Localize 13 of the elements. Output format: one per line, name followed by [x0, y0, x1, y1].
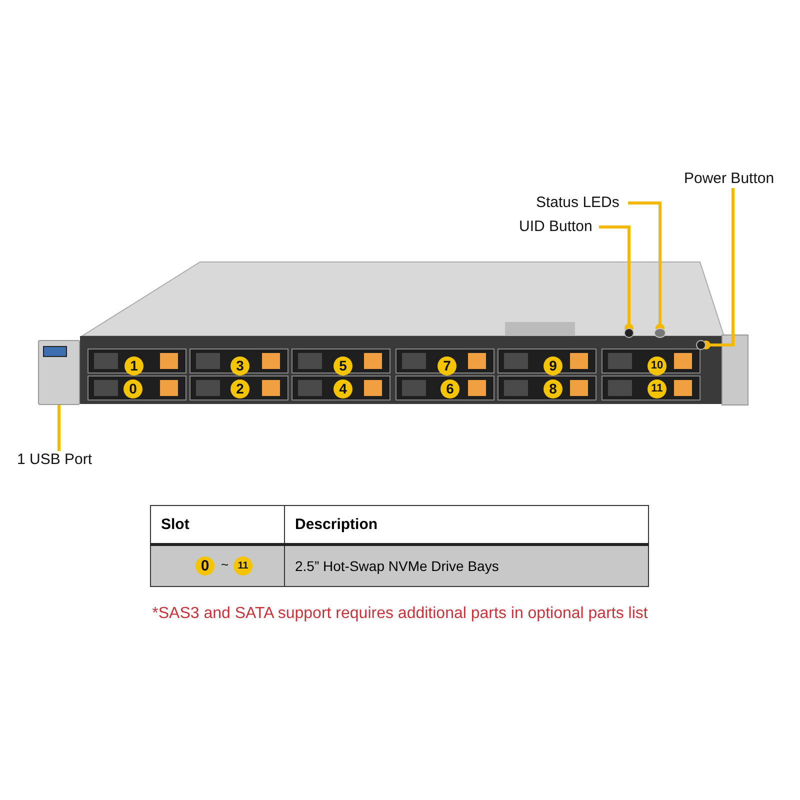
leader-line [58, 405, 60, 451]
footnote: *SAS3 and SATA support requires additional parts in optional parts list [152, 605, 648, 622]
callout-label: Status LEDs [536, 194, 628, 212]
range-separator: ~ [221, 557, 229, 572]
callout-label: UID Button [519, 218, 599, 236]
description-text: 2.5” Hot-Swap NVMe Drive Bays [295, 558, 499, 574]
leader-line [702, 188, 734, 350]
callout-label: 1 USB Port [17, 451, 101, 469]
callout-number: 0 [196, 556, 214, 576]
callout-number: 11 [234, 556, 252, 576]
leader-line [599, 226, 634, 332]
callout-label: Power Button [684, 170, 782, 188]
usb-port-panel [38, 340, 80, 405]
